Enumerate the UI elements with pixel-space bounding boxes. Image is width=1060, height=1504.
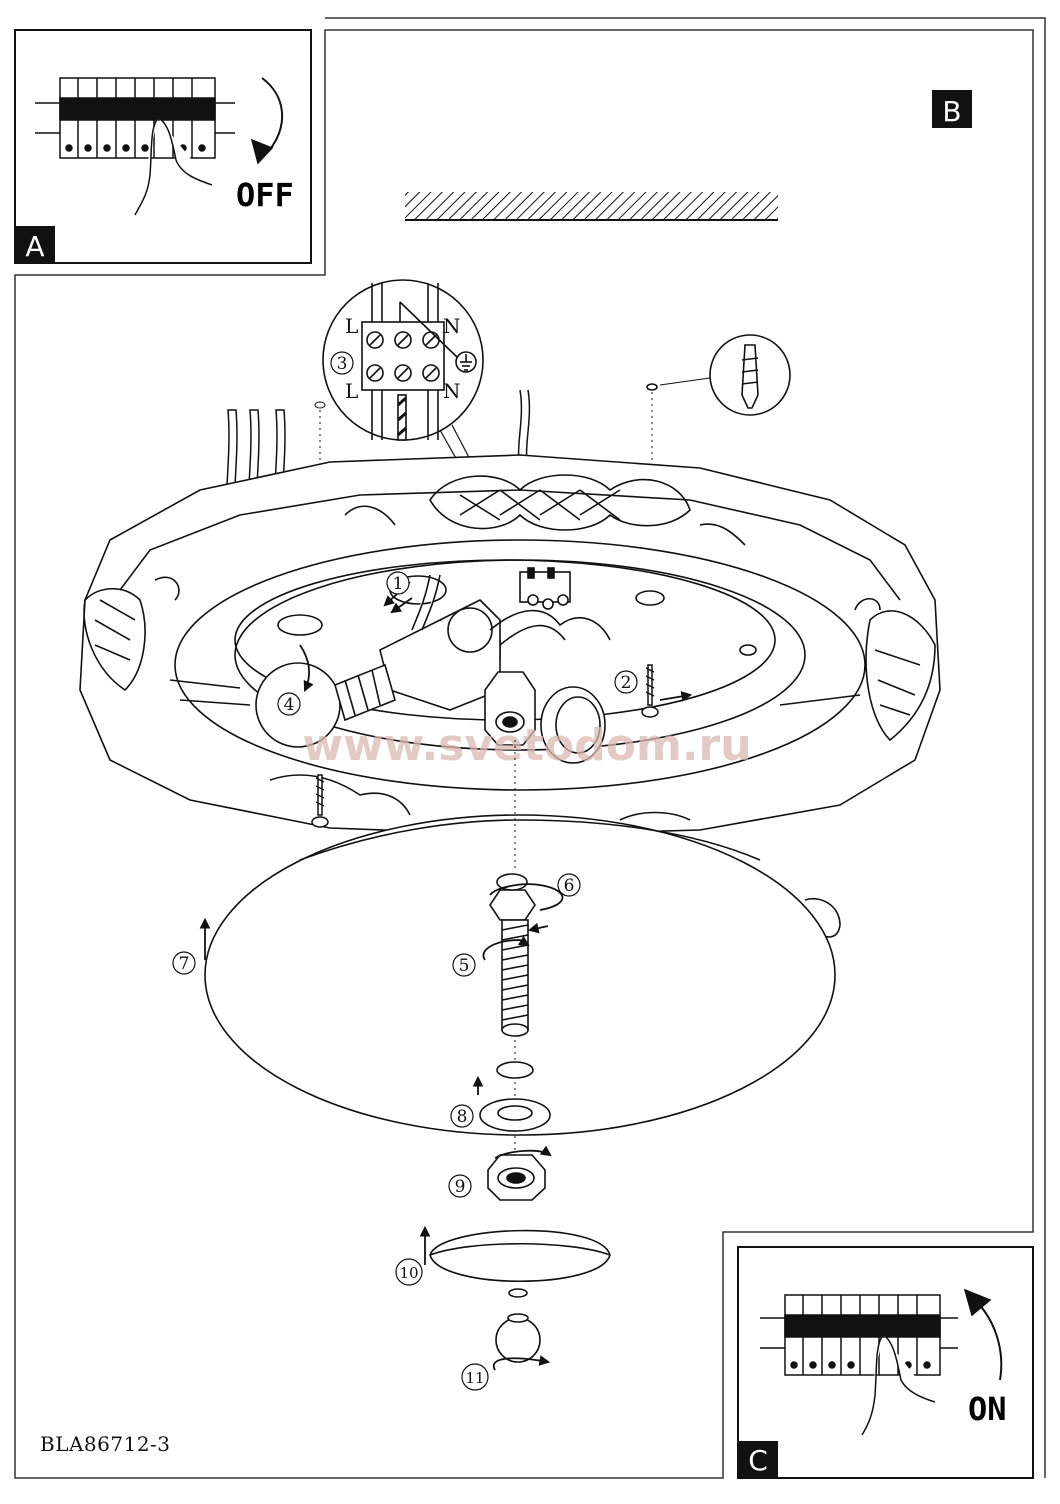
step-numbers: 1 2 3 4 5 6 7 8 9 10 11 [172,351,638,1391]
step-8: 8 [450,1104,474,1128]
ornament-right [854,597,936,742]
threaded-rod [489,740,536,1200]
svg-text:6: 6 [564,876,575,896]
lamp-cap-ring [540,686,606,764]
washer-8 [479,1061,551,1132]
panel-a: OFF A [14,29,312,264]
svg-text:5: 5 [459,956,470,976]
terminal-l-top: L [345,314,358,338]
page-frame [14,17,1046,1479]
svg-text:10: 10 [399,1264,418,1282]
terminal-n-bottom: N [443,379,461,403]
on-label: ON [968,1390,1007,1428]
terminal-l-bottom: L [345,379,358,403]
luminaire-base [79,454,941,836]
step-5: 5 [452,953,476,977]
hex-nipple-nut [484,671,536,746]
ceiling-hatch [405,192,778,220]
terminal-connector [519,567,571,610]
panel-a-letter: A [25,230,44,263]
watermark: www.svetodom.ru [302,720,751,771]
document-code: BLA86712-3 [40,1432,171,1456]
step-7: 7 [172,951,196,975]
wall-plug-inset [646,334,791,416]
fixing-screws [311,664,659,828]
hex-nut-9 [487,1154,546,1201]
breaker-on-illustration [760,1288,1003,1436]
drill-guides [314,392,653,470]
panel-b-letter: B [942,95,961,128]
ornament-left [83,576,180,692]
finial-knob-11 [495,1313,541,1363]
breaker-off-illustration [35,77,284,216]
step-9: 9 [448,1174,472,1198]
svg-text:4: 4 [284,695,295,715]
step-10: 10 [395,1258,423,1286]
off-label: OFF [236,176,294,214]
terminal-screws [366,331,440,382]
step-3: 3 [330,351,354,375]
ornament-top [344,474,746,546]
step-2: 2 [614,670,638,694]
svg-text:9: 9 [455,1177,466,1197]
svg-text:11: 11 [465,1369,484,1387]
step-1: 1 [386,571,410,595]
ornament-bottom [269,774,691,821]
svg-text:8: 8 [457,1107,468,1127]
svg-text:3: 3 [337,354,348,374]
panel-c-badge [738,1441,778,1478]
svg-text:7: 7 [179,954,190,974]
terminal-block-inset [322,279,529,573]
panel-c: ON C [737,1246,1034,1479]
panel-c-letter: C [748,1444,768,1477]
glass-cap-10 [429,1229,611,1298]
terminal-n-top: N [443,314,461,338]
panel-a-badge [15,226,55,263]
step-6: 6 [557,873,581,897]
panel-b-marker: B [932,90,972,128]
svg-text:2: 2 [621,673,632,693]
step-11: 11 [461,1363,489,1391]
terminal-labels: L N L N [345,314,461,403]
step-4: 4 [277,692,301,716]
svg-text:1: 1 [393,574,404,594]
